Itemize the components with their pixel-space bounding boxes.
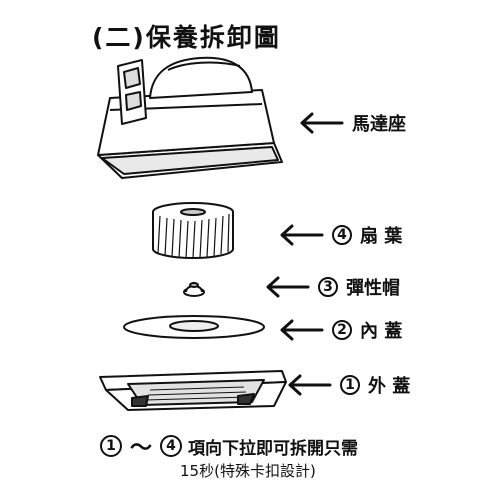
label-text: 扇 葉 — [360, 226, 403, 247]
note-line-1: 項向下拉即可拆開只需 — [188, 438, 359, 459]
range-tilde: ～ — [130, 436, 153, 461]
label-text: 馬達座 — [352, 114, 406, 135]
circled-number: 1 — [340, 375, 360, 395]
label-fan: 4 扇 葉 — [280, 222, 402, 248]
motor-base-drawing — [97, 56, 283, 179]
label-text: 彈性帽 — [346, 278, 400, 299]
circled-number: 4 — [160, 435, 183, 457]
label-text: 外 蓋 — [368, 376, 411, 397]
circled-number: 1 — [100, 435, 122, 457]
left-arrow-icon — [280, 319, 324, 341]
left-arrow-icon — [288, 374, 332, 396]
circled-number: 4 — [332, 225, 352, 245]
label-inner-cover: 2 內 蓋 — [280, 317, 402, 343]
left-arrow-icon — [266, 276, 310, 298]
fan-drawing — [152, 202, 234, 259]
elastic-cap-drawing — [183, 282, 205, 297]
circled-number: 2 — [332, 320, 352, 340]
outer-cover-drawing — [99, 370, 287, 411]
label-outer-cover: 1 外 蓋 — [288, 372, 410, 398]
label-motor-base: 馬達座 — [300, 110, 406, 136]
circled-number: 3 — [318, 277, 338, 297]
label-elastic-cap: 3 彈性帽 — [266, 274, 400, 300]
removal-note: 1 ～ 4 項向下拉即可拆開只需 — [100, 430, 358, 462]
label-text: 內 蓋 — [360, 321, 403, 342]
note-line-2: 15秒(特殊卡扣設計) — [180, 462, 316, 480]
page-title: (二)保養拆卸圖 — [92, 23, 281, 52]
inner-cover-drawing — [123, 315, 265, 339]
left-arrow-icon — [300, 112, 344, 134]
left-arrow-icon — [280, 224, 324, 246]
